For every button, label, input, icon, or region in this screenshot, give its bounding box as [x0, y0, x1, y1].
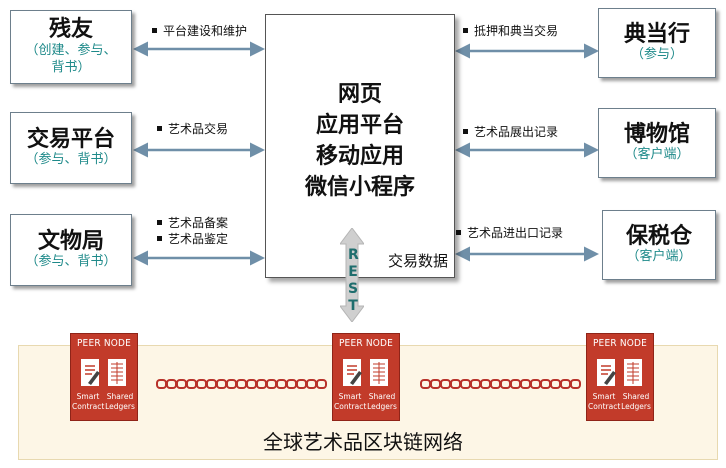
central-platform: 网页 应用平台 移动应用 微信小程序 交易数据 [265, 14, 455, 278]
box-role: （客户端） [626, 249, 692, 265]
bullet [157, 126, 162, 131]
stakeholder-pawnshop: 典当行 （参与） [598, 8, 716, 78]
label-exhibition-record: 艺术品展出记录 [463, 123, 558, 140]
label-text: 艺术品展出记录 [474, 125, 559, 139]
peer-node-title: PEER NODE [338, 338, 394, 349]
label-platform-maintenance: 平台建设和维护 [152, 22, 247, 39]
platform-line-web: 网页 [337, 82, 382, 107]
label-text: 艺术品交易 [168, 122, 229, 136]
contract-ledger-icon [81, 359, 126, 386]
peer-node-title: PEER NODE [76, 338, 132, 349]
rest-label-text: REST [348, 247, 359, 314]
box-role: （参与、背书） [25, 254, 117, 270]
rest-label: REST [344, 247, 362, 315]
label-import-export-record: 艺术品进出口记录 [456, 224, 563, 241]
label-text: 艺术品备案 [168, 216, 229, 230]
box-name: 典当行 [623, 21, 690, 47]
box-name: 保税仓 [625, 223, 692, 249]
bullet [463, 28, 468, 33]
peer-node-title: PEER NODE [592, 338, 648, 349]
platform-title: 网页 应用平台 移动应用 微信小程序 [266, 79, 454, 203]
box-role-cont: 背书） [51, 59, 91, 75]
chain-links-right [420, 379, 581, 389]
box-name: 残友 [48, 17, 93, 43]
label-text: 平台建设和维护 [163, 24, 248, 38]
label-text: 抵押和典当交易 [474, 24, 559, 38]
stakeholder-trading-platform: 交易平台 （参与、背书） [10, 112, 132, 184]
label-art-filing: 艺术品备案 [157, 214, 228, 231]
box-role: （参与、背书） [25, 152, 117, 168]
box-name: 交易平台 [26, 126, 115, 152]
box-role: （创建、参与、 [25, 42, 117, 58]
bullet [152, 28, 157, 33]
platform-line-mobile: 移动应用 [315, 144, 404, 169]
box-role: （参与） [630, 47, 683, 63]
stakeholder-museum: 博物馆 （客户端） [598, 108, 716, 178]
box-name: 博物馆 [623, 121, 690, 147]
network-title: 全球艺术品区块链网络 [263, 430, 463, 454]
label-art-appraisal: 艺术品鉴定 [157, 230, 228, 247]
contract-ledger-icon [597, 359, 642, 386]
stakeholder-bonded-warehouse: 保税仓 （客户端） [602, 210, 716, 280]
transaction-data-label: 交易数据 [387, 252, 448, 270]
label-text: 艺术品进出口记录 [467, 226, 564, 240]
rest-double-arrow [340, 228, 364, 322]
bullet [463, 129, 468, 134]
box-role: （客户端） [624, 147, 690, 163]
label-text: 艺术品鉴定 [168, 232, 229, 246]
bullet [456, 230, 461, 235]
stakeholder-canyou: 残友 （创建、参与、 背书） [10, 10, 132, 84]
contract-ledger-icon [343, 359, 388, 386]
platform-line-app: 应用平台 [315, 113, 404, 138]
bullet [157, 236, 162, 241]
bullet [157, 220, 162, 225]
stakeholder-cultural-bureau: 文物局 （参与、背书） [10, 214, 132, 286]
label-art-trading: 艺术品交易 [157, 120, 228, 137]
label-mortgage-pawn: 抵押和典当交易 [463, 22, 558, 39]
platform-line-wechat: 微信小程序 [304, 175, 415, 200]
box-name: 文物局 [37, 228, 104, 254]
chain-links-left [156, 379, 327, 389]
